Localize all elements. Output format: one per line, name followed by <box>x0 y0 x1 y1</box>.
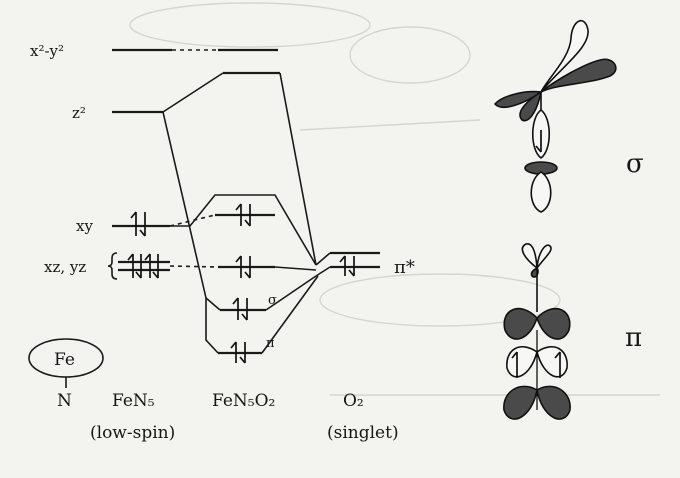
label-fen5-note: (low-spin) <box>90 423 175 443</box>
electron-pair-pi-fen5o2 <box>230 341 246 364</box>
sigma-orbital-picture: σ <box>493 19 644 213</box>
electron-pair-sigma-fen5o2 <box>232 297 248 321</box>
label-x2y2: x²-y² <box>30 42 64 60</box>
label-fe: Fe <box>54 350 75 370</box>
electron-arrows <box>127 203 355 364</box>
orbital-labels: x²-y² z² xy xz, yz π* σ π <box>30 42 415 351</box>
label-n: N <box>57 391 72 411</box>
electron-pair-xy-fen5 <box>130 211 146 237</box>
energy-levels <box>112 48 380 355</box>
label-pi-small: π <box>266 336 275 351</box>
label-o2: O₂ <box>343 391 364 411</box>
electron-pair-pistar-o2 <box>339 255 355 277</box>
sigma-picture-label: σ <box>626 149 644 179</box>
label-o2-note: (singlet) <box>327 423 399 443</box>
label-pistar: π* <box>394 257 415 278</box>
xzyz-brace <box>107 252 118 280</box>
column-labels: Fe N FeN₅ (low-spin) FeN₅O₂ O₂ (singlet) <box>28 338 399 443</box>
label-z2: z² <box>72 104 86 122</box>
label-xy: xy <box>76 217 93 235</box>
label-sigma-small: σ <box>268 293 277 308</box>
label-fen5o2: FeN₅O₂ <box>212 391 275 411</box>
pi-orbital-picture: π <box>503 243 642 420</box>
electron-pair-xy-fen5o2 <box>235 203 251 227</box>
label-fen5: FeN₅ <box>112 391 155 411</box>
correlation-lines <box>162 72 331 354</box>
background-ghosting <box>129 2 660 396</box>
label-xzyz: xz, yz <box>44 258 86 276</box>
electron-pairs-xzyz-fen5 <box>127 253 159 279</box>
pi-picture-label: π <box>625 323 642 353</box>
electron-pair-xzyz-fen5o2 <box>235 255 251 279</box>
